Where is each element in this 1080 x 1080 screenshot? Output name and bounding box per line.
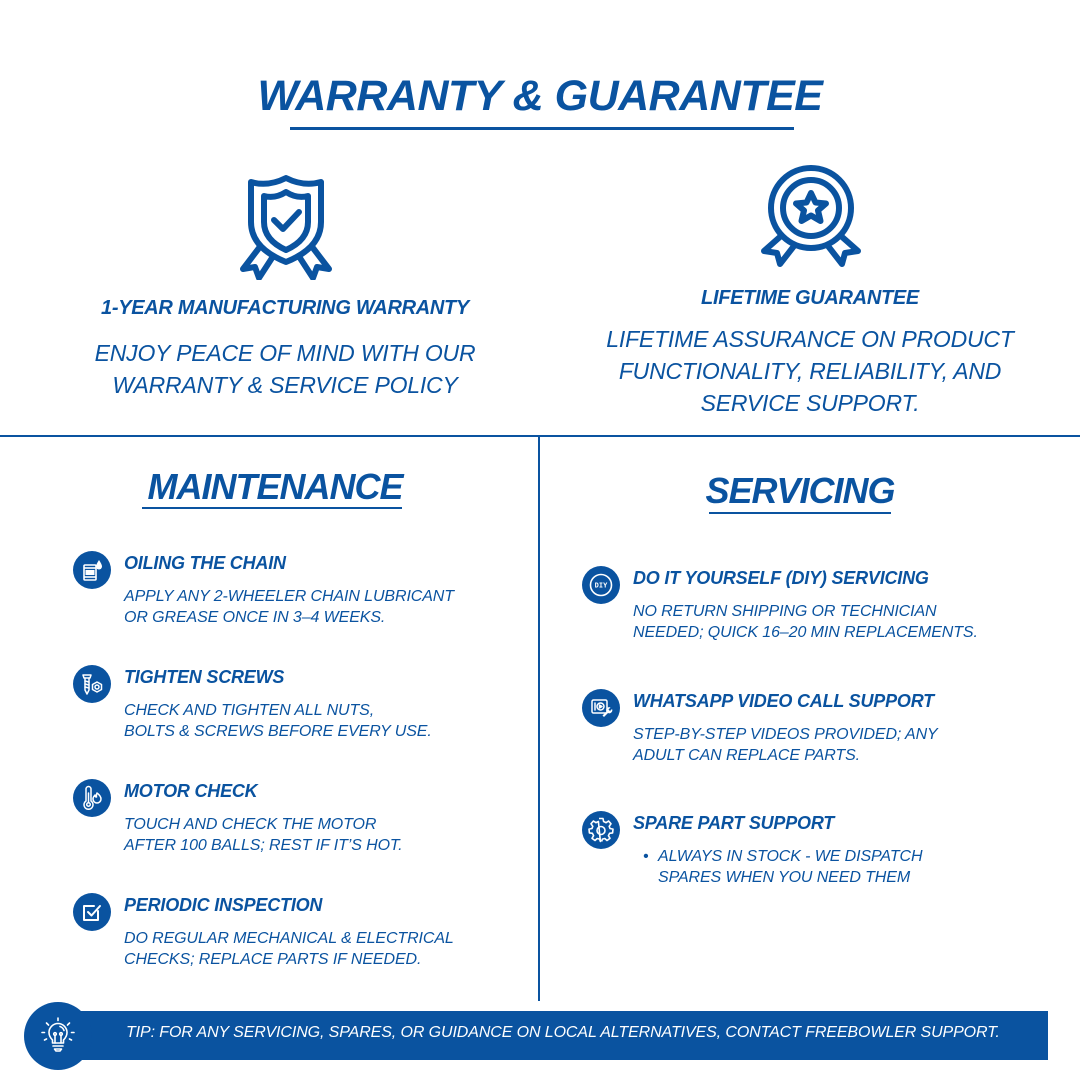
item-desc: DO REGULAR MECHANICAL & ELECTRICAL CHECK… bbox=[124, 928, 454, 970]
feature-title-warranty: 1-YEAR MANUFACTURING WARRANTY bbox=[101, 297, 469, 319]
video-wrench-icon bbox=[582, 689, 620, 727]
item-desc-line: ADULT CAN REPLACE PARTS. bbox=[633, 747, 860, 764]
item-desc-line: STEP-BY-STEP VIDEOS PROVIDED; ANY bbox=[633, 726, 938, 743]
lightbulb-icon bbox=[24, 1002, 92, 1070]
item-desc-line: TOUCH AND CHECK THE MOTOR bbox=[124, 816, 377, 833]
item-desc-line: CHECK AND TIGHTEN ALL NUTS, bbox=[124, 702, 375, 719]
item-desc-line: DO REGULAR MECHANICAL & ELECTRICAL bbox=[124, 930, 454, 947]
item-desc-line: BOLTS & SCREWS BEFORE EVERY USE. bbox=[124, 723, 432, 740]
item-desc: APPLY ANY 2-WHEELER CHAIN LUBRICANT OR G… bbox=[124, 586, 454, 628]
svg-text:DIY: DIY bbox=[595, 582, 608, 590]
feature-desc-guarantee: LIFETIME ASSURANCE ON PRODUCT FUNCTIONAL… bbox=[560, 323, 1060, 419]
feature-desc-line: LIFETIME ASSURANCE ON PRODUCT bbox=[606, 326, 1014, 352]
section-title-servicing: SERVICING bbox=[705, 470, 895, 511]
item-desc: NO RETURN SHIPPING OR TECHNICIAN NEEDED;… bbox=[633, 601, 978, 643]
screw-nut-icon bbox=[73, 665, 111, 703]
item-desc: TOUCH AND CHECK THE MOTOR AFTER 100 BALL… bbox=[124, 814, 403, 856]
item-title: MOTOR CHECK bbox=[124, 781, 258, 801]
item-title: TIGHTEN SCREWS bbox=[124, 667, 285, 687]
bullet-item: ALWAYS IN STOCK - WE DISPATCH SPARES WHE… bbox=[631, 846, 922, 888]
item-desc: CHECK AND TIGHTEN ALL NUTS, BOLTS & SCRE… bbox=[124, 700, 432, 742]
bullet-line: SPARES WHEN YOU NEED THEM bbox=[658, 869, 911, 886]
item-title: PERIODIC INSPECTION bbox=[124, 895, 323, 915]
feature-desc-line: WARRANTY & SERVICE POLICY bbox=[112, 372, 458, 398]
thermometer-flame-icon bbox=[73, 779, 111, 817]
oil-barrel-icon bbox=[73, 551, 111, 589]
item-desc-line: APPLY ANY 2-WHEELER CHAIN LUBRICANT bbox=[124, 588, 454, 605]
horizontal-divider bbox=[0, 435, 1080, 437]
diy-badge-icon: DIY bbox=[582, 566, 620, 604]
item-title: OILING THE CHAIN bbox=[124, 553, 286, 573]
medal-star-ribbon-icon bbox=[756, 160, 866, 270]
item-desc-line: OR GREASE ONCE IN 3–4 WEEKS. bbox=[124, 609, 386, 626]
vertical-divider bbox=[538, 436, 540, 1001]
feature-desc-line: ENJOY PEACE OF MIND WITH OUR bbox=[94, 340, 476, 366]
item-bullet-list: ALWAYS IN STOCK - WE DISPATCH SPARES WHE… bbox=[631, 846, 922, 888]
tip-bar bbox=[60, 1011, 1048, 1060]
item-title: WHATSAPP VIDEO CALL SUPPORT bbox=[633, 691, 934, 711]
item-desc-line: AFTER 100 BALLS; REST IF IT’S HOT. bbox=[124, 837, 403, 854]
section-title-maintenance: MAINTENANCE bbox=[147, 466, 404, 507]
bullet-line: ALWAYS IN STOCK - WE DISPATCH bbox=[658, 848, 923, 865]
servicing-underline bbox=[709, 512, 891, 514]
item-title: DO IT YOURSELF (DIY) SERVICING bbox=[633, 568, 929, 588]
title-underline bbox=[290, 127, 794, 130]
maintenance-underline bbox=[142, 507, 402, 509]
feature-desc-warranty: ENJOY PEACE OF MIND WITH OUR WARRANTY & … bbox=[40, 337, 530, 401]
feature-desc-line: FUNCTIONALITY, RELIABILITY, AND bbox=[618, 358, 1002, 384]
shield-check-ribbon-icon bbox=[231, 170, 341, 281]
feature-title-guarantee: LIFETIME GUARANTEE bbox=[701, 287, 919, 309]
item-desc-line: NO RETURN SHIPPING OR TECHNICIAN bbox=[633, 603, 937, 620]
item-desc: STEP-BY-STEP VIDEOS PROVIDED; ANY ADULT … bbox=[633, 724, 938, 766]
checkbox-icon bbox=[73, 893, 111, 931]
item-desc-line: CHECKS; REPLACE PARTS IF NEEDED. bbox=[124, 951, 422, 968]
item-title: SPARE PART SUPPORT bbox=[633, 813, 835, 833]
feature-desc-line: SERVICE SUPPORT. bbox=[700, 390, 920, 416]
item-desc-line: NEEDED; QUICK 16–20 MIN REPLACEMENTS. bbox=[633, 624, 978, 641]
gear-icon bbox=[582, 811, 620, 849]
page-title: WARRANTY & GUARANTEE bbox=[257, 72, 823, 120]
tip-text: TIP: FOR ANY SERVICING, SPARES, OR GUIDA… bbox=[126, 1024, 1000, 1041]
